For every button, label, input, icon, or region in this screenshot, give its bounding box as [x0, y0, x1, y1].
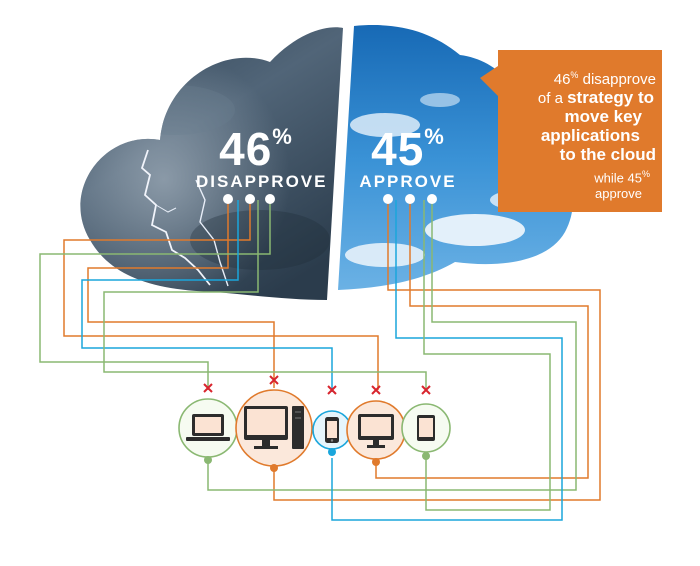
- device-tablet: [401, 403, 451, 453]
- disapprove-label: DISAPPROVE: [196, 172, 328, 191]
- connector-lines: [39, 200, 601, 521]
- approve-percent: 45%: [371, 123, 445, 175]
- disapprove-stat: 46% DISAPPROVE: [196, 122, 328, 192]
- device-monitor: [346, 400, 406, 460]
- device-phone: [312, 410, 352, 450]
- x-markers: [203, 375, 431, 395]
- x-mark-icon: [203, 383, 213, 393]
- x-mark-icon: [421, 385, 431, 395]
- x-mark-icon: [371, 385, 381, 395]
- callout-box: [480, 50, 662, 212]
- x-mark-icon: [269, 375, 279, 385]
- approve-dots: [383, 194, 437, 204]
- device-bottom-dots: [204, 448, 430, 472]
- smartphone-icon: [325, 417, 339, 443]
- x-mark-icon: [327, 385, 337, 395]
- disapprove-dots: [223, 194, 275, 204]
- tablet-icon: [417, 415, 435, 441]
- laptop-icon: [186, 414, 230, 441]
- device-laptop: [178, 398, 238, 458]
- approve-stat: 45% APPROVE: [352, 122, 464, 192]
- approve-label: APPROVE: [359, 172, 457, 191]
- monitor-icon: [358, 414, 394, 448]
- device-desktop: [235, 389, 313, 467]
- callout-text: 46% disapprove of a strategy to move key…: [537, 70, 656, 202]
- desktop-tower-icon: [244, 406, 304, 449]
- lightning-icon: [140, 149, 211, 286]
- disapprove-percent: 46%: [219, 123, 293, 175]
